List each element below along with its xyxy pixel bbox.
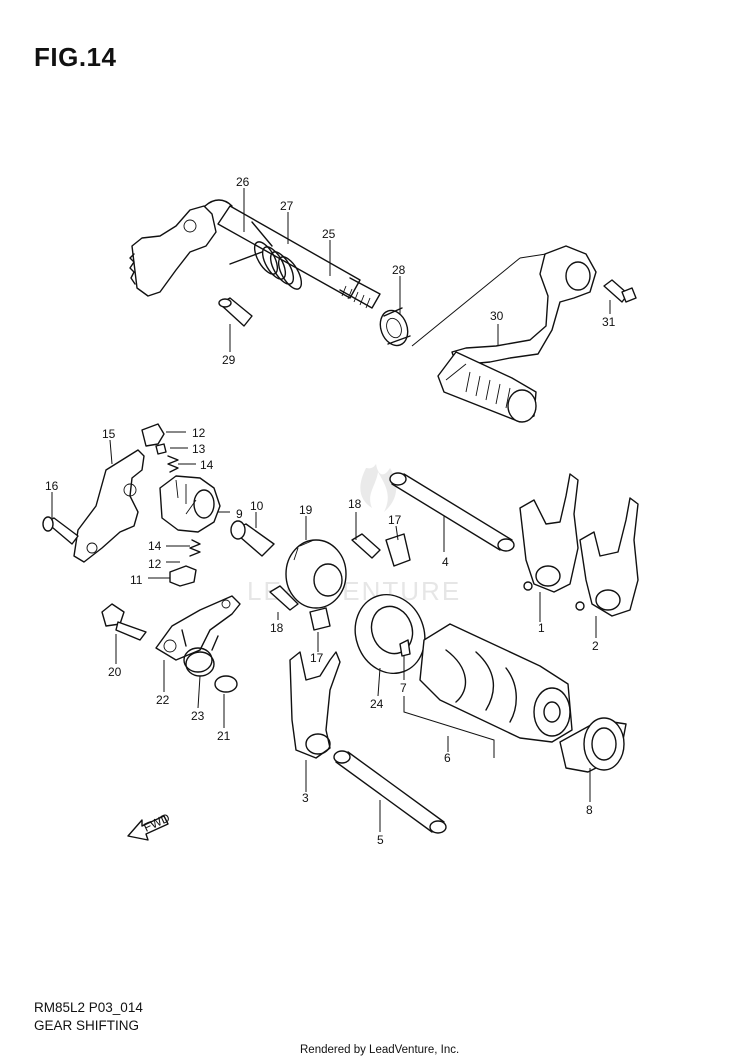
- part-label-8: 8: [586, 803, 593, 817]
- part-label-17-upper: 17: [388, 513, 402, 527]
- shift-fork-3: [289, 651, 341, 759]
- part-label-19: 19: [299, 503, 313, 517]
- spring-14-top: [167, 455, 179, 473]
- fork-shaft-4: [389, 472, 515, 552]
- leader-lines: [51, 188, 611, 832]
- part-label-12-top: 12: [192, 426, 206, 440]
- part-label-20: 20: [108, 665, 122, 679]
- diagram-caption: GEAR SHIFTING: [34, 1018, 140, 1033]
- pawl-top: [141, 423, 165, 447]
- bolt-20: [101, 603, 147, 641]
- part-label-4: 4: [442, 555, 449, 569]
- shift-fork-1: [519, 473, 579, 593]
- stopper-plate: [73, 449, 145, 563]
- part-label-15: 15: [102, 427, 116, 441]
- part-label-5: 5: [377, 833, 384, 847]
- part-label-28: 28: [392, 263, 406, 277]
- part-label-29: 29: [222, 353, 236, 367]
- gearshift-shaft-assembly: [129, 199, 411, 347]
- part-label-6: 6: [444, 751, 451, 765]
- part-label-10: 10: [250, 499, 264, 513]
- gear-shift-cam: [285, 539, 347, 609]
- needle-bearing-8: [559, 717, 627, 773]
- spring-14-bottom: [189, 539, 201, 557]
- part-label-14-top: 14: [200, 458, 214, 472]
- part-label-31: 31: [602, 315, 616, 329]
- part-label-7: 7: [400, 681, 407, 695]
- part-label-25: 25: [322, 227, 336, 241]
- pin-17-lower: [309, 607, 331, 631]
- part-label-23: 23: [191, 709, 205, 723]
- part-label-17-lower: 17: [310, 651, 324, 665]
- part-label-14-bottom: 14: [148, 539, 162, 553]
- shift-fork-2: [575, 497, 639, 617]
- pin-17-upper: [385, 533, 411, 567]
- part-label-30: 30: [490, 309, 504, 323]
- ratchet-body: [159, 475, 221, 533]
- part-label-9: 9: [236, 507, 243, 521]
- fwd-label: FWD: [141, 810, 172, 834]
- part-label-26: 26: [236, 175, 250, 189]
- part-label-27: 27: [280, 199, 294, 213]
- pin-10: [230, 520, 275, 557]
- fork-shaft-5: [333, 750, 447, 834]
- bolt-29: [218, 297, 253, 327]
- part-label-21: 21: [217, 729, 231, 743]
- return-spring: [229, 221, 303, 290]
- pin-13: [155, 443, 167, 455]
- part-label-24: 24: [370, 697, 384, 711]
- gearshift-lever: [437, 245, 597, 423]
- forward-direction-arrow: FWD: [127, 810, 172, 841]
- model-code: RM85L2 P03_014: [34, 1000, 143, 1015]
- part-number-labels: 1 2 3 4 5 6 7 8 9 10 11 12 12 13 14 14 1…: [45, 175, 616, 847]
- bolt-16: [42, 516, 79, 545]
- gear-shift-drum: [419, 623, 573, 743]
- part-label-16: 16: [45, 479, 59, 493]
- oil-seal: [379, 307, 411, 347]
- part-label-22: 22: [156, 693, 170, 707]
- part-label-12-bottom: 12: [148, 557, 162, 571]
- part-label-11: 11: [130, 573, 143, 587]
- part-label-13: 13: [192, 442, 206, 456]
- pawl-11: [169, 565, 197, 587]
- part-label-18-upper: 18: [348, 497, 362, 511]
- part-label-1: 1: [538, 621, 545, 635]
- part-label-2: 2: [592, 639, 599, 653]
- pin-7: [399, 639, 411, 657]
- bolt-18-upper: [351, 533, 381, 559]
- part-label-3: 3: [302, 791, 309, 805]
- washer-21: [214, 675, 238, 693]
- shifter-arm: [155, 595, 241, 661]
- leadventure-watermark: LEADVENTURE: [247, 464, 459, 606]
- bolt-18-lower: [269, 585, 299, 611]
- part-label-18-lower: 18: [270, 621, 284, 635]
- rendered-by-credit: Rendered by LeadVenture, Inc.: [300, 1044, 460, 1056]
- figure-title: FIG.14: [34, 42, 117, 72]
- bolt-31: [603, 279, 637, 303]
